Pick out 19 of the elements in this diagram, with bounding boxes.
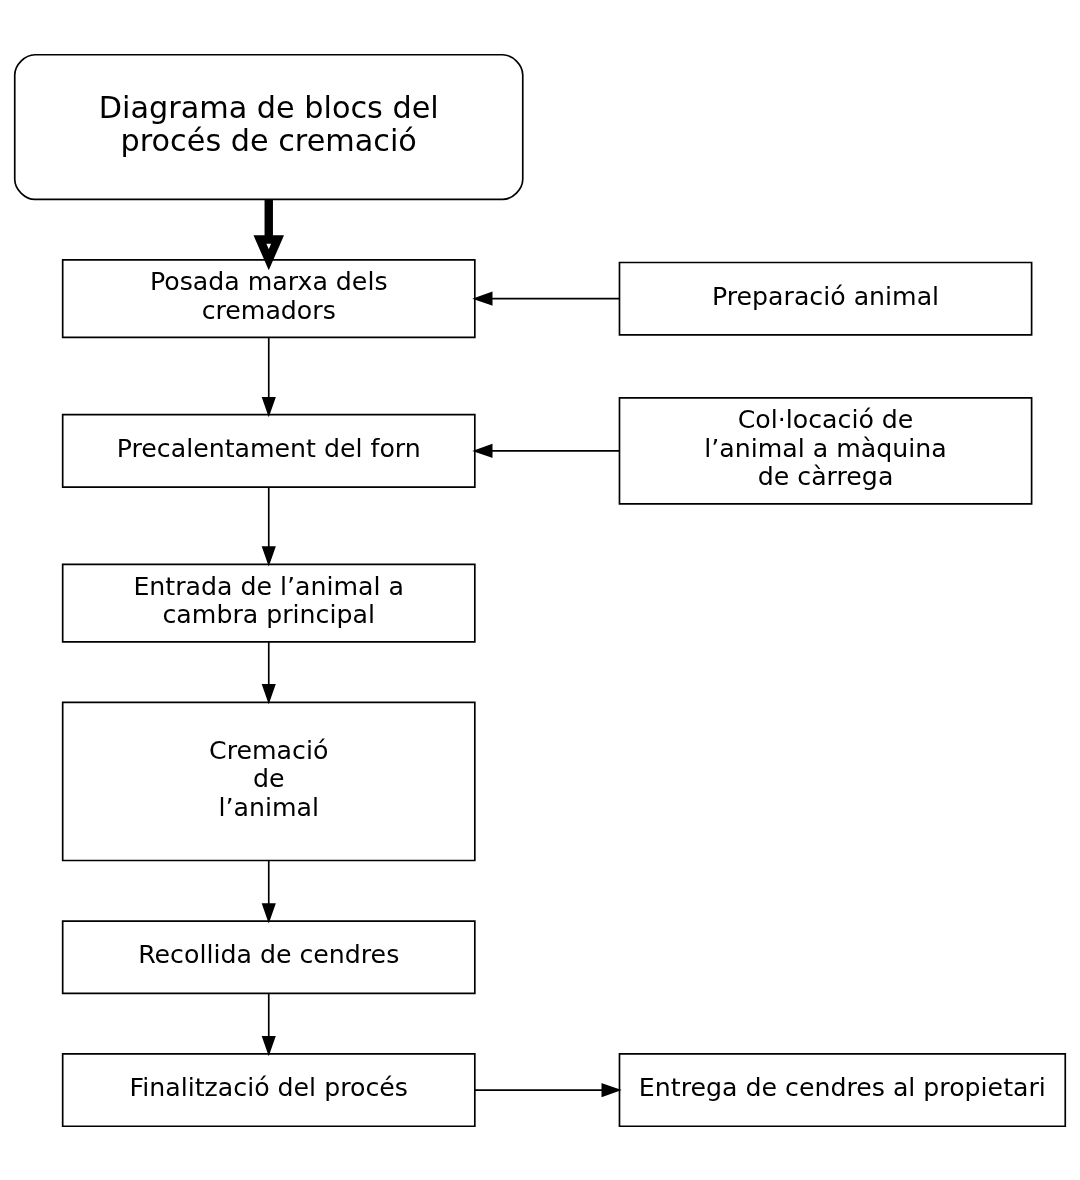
arrow — [261, 485, 276, 566]
node-box: Entrega de cendres al propietari — [618, 1052, 1067, 1127]
arrow — [261, 859, 276, 924]
node-box: Col·locació de l’animal a màquina de càrrega — [618, 396, 1033, 505]
arrow — [472, 443, 621, 458]
arrow — [474, 1082, 622, 1097]
node-box: Entrada de l’animal a cambra principal — [61, 563, 476, 643]
node-box: Cremació de l’animal — [61, 701, 476, 861]
arrow — [261, 336, 276, 417]
arrow — [261, 640, 276, 704]
node-box: Diagrama de blocs del procés de cremació — [13, 53, 524, 200]
arrow — [261, 992, 276, 1056]
node-box: Precalentament del forn — [61, 413, 476, 488]
arrow — [472, 291, 621, 306]
node-box: Recollida de cendres — [61, 919, 476, 994]
node-box: Preparació animal — [618, 261, 1033, 336]
node-box: Finalització del procés — [61, 1052, 476, 1127]
arrow — [253, 199, 284, 270]
node-box: Posada marxa dels cremadors — [61, 258, 476, 338]
